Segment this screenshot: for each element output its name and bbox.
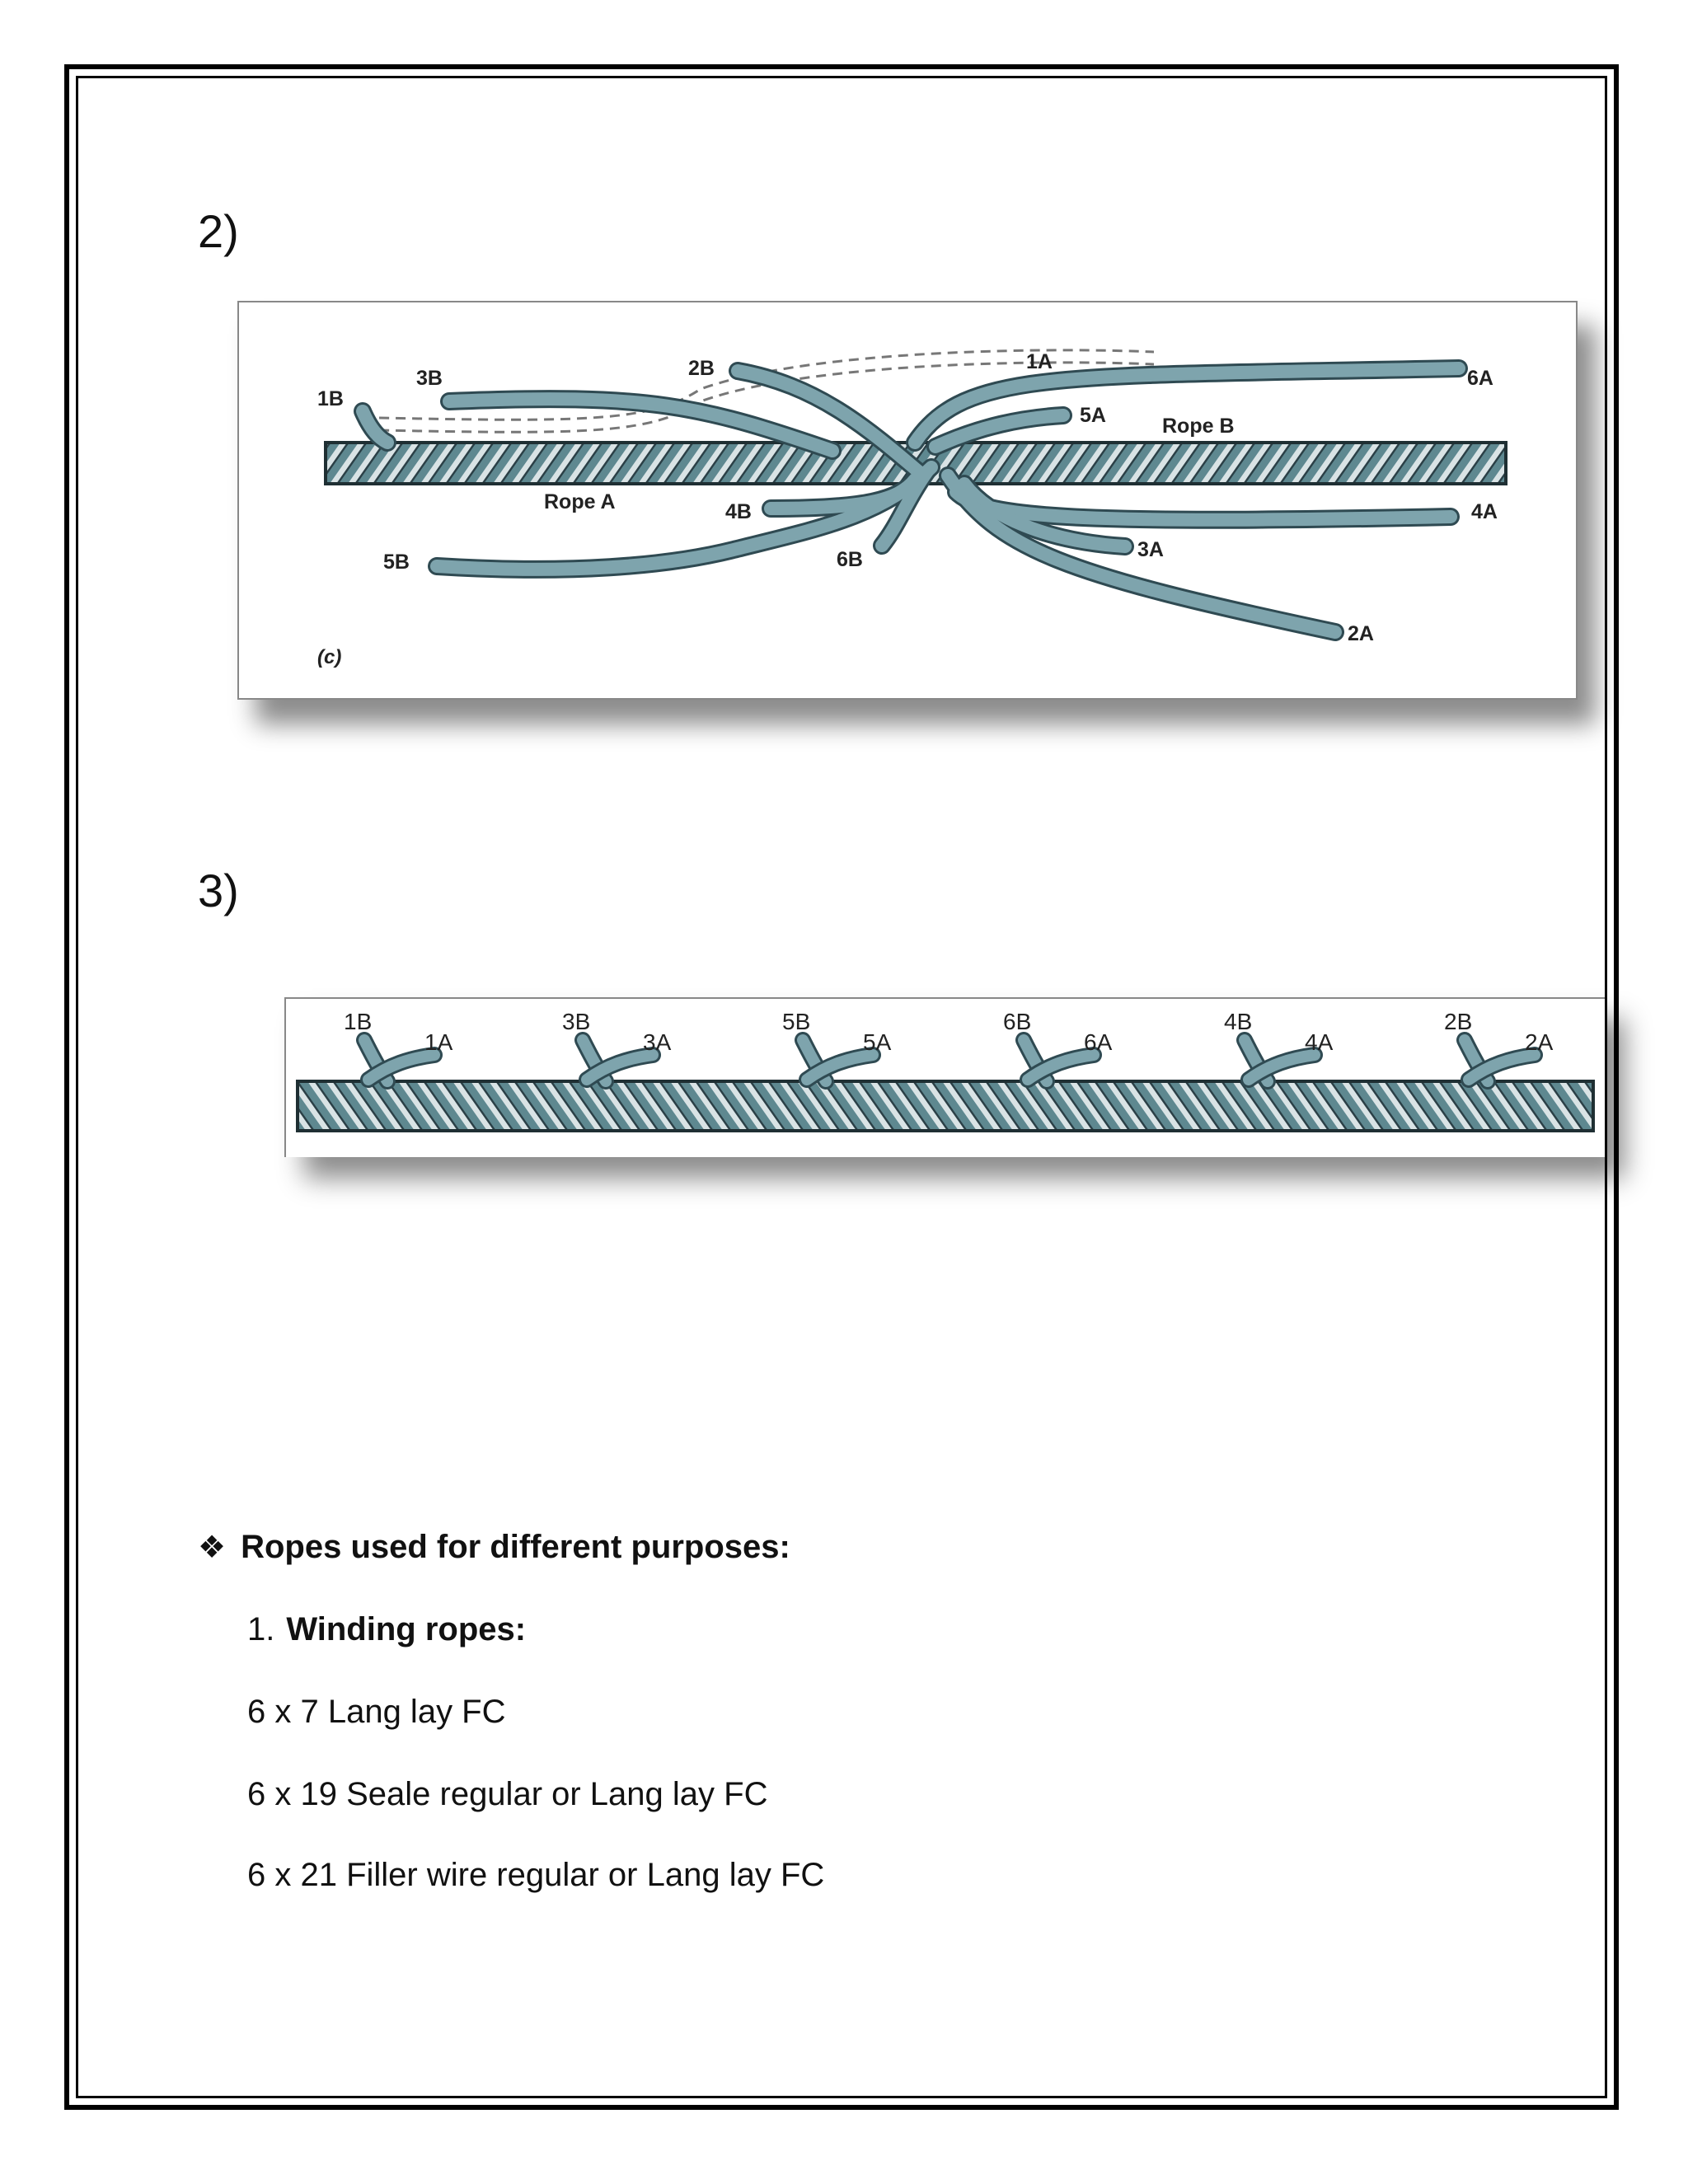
strand-label-2b: 2B	[688, 357, 715, 380]
tuck-label-b-6: 2B	[1444, 1009, 1472, 1034]
splice-diagram: 1B 3B 2B 1A 6A 5A Rope B Rope A 4B 4A 5B…	[317, 349, 1507, 668]
tuck-label-b-3: 5B	[782, 1009, 810, 1034]
page-border-outer	[64, 64, 1619, 2110]
rope-body	[296, 1080, 1595, 1132]
strand-label-5a: 5A	[1080, 404, 1106, 427]
tuck-label-b-1: 1B	[344, 1009, 372, 1034]
list-item-winding-ropes: 1. Winding ropes:	[247, 1611, 526, 1648]
strand-label-1b: 1B	[317, 387, 344, 410]
tuck-label-a-2: 3A	[643, 1029, 672, 1055]
spec-line-2: 6 x 19 Seale regular or Lang lay FC	[247, 1776, 768, 1812]
rope-a-label: Rope A	[544, 490, 616, 513]
splice-figure-c: 1B 3B 2B 1A 6A 5A Rope B Rope A 4B 4A 5B…	[237, 301, 1578, 700]
strand-label-5b: 5B	[383, 551, 410, 574]
strand-label-4a: 4A	[1471, 500, 1498, 523]
section-3-number: 3)	[198, 865, 239, 916]
figure-caption: (c)	[317, 646, 341, 668]
list-item-number: 1.	[247, 1611, 275, 1647]
strand-label-3a: 3A	[1137, 538, 1164, 561]
page-border-inner	[76, 76, 1607, 2098]
strand-1a-dashed	[378, 361, 1155, 434]
rope-b-label: Rope B	[1162, 415, 1235, 438]
strand-label-3b: 3B	[416, 367, 443, 390]
strand-label-6b: 6B	[837, 548, 863, 571]
tuck-label-b-5: 4B	[1224, 1009, 1252, 1034]
tuck-label-a-3: 5A	[863, 1029, 892, 1055]
strands-fill	[356, 362, 1465, 639]
tuck-marks	[356, 1032, 1543, 1090]
tucks-diagram: 1B 1A 3B 3A 5B 5A 6B 6A 4B 4A 2B 2A	[296, 1009, 1595, 1132]
tucks-figure: 1B 1A 3B 3A 5B 5A 6B 6A 4B 4A 2B 2A	[284, 997, 1605, 1157]
bullet-diamond-icon: ❖	[198, 1530, 227, 1565]
purposes-heading-text: Ropes used for different purposes:	[241, 1529, 790, 1565]
spec-line-1: 6 x 7 Lang lay FC	[247, 1694, 506, 1730]
tuck-label-a-1: 1A	[424, 1029, 453, 1055]
spec-line-3: 6 x 21 Filler wire regular or Lang lay F…	[247, 1857, 825, 1893]
strand-label-4b: 4B	[725, 500, 752, 523]
tuck-label-b-4: 6B	[1003, 1009, 1031, 1034]
purposes-heading: ❖ Ropes used for different purposes:	[198, 1529, 790, 1566]
tuck-label-a-5: 4A	[1305, 1029, 1334, 1055]
strand-label-2a: 2A	[1348, 622, 1374, 645]
strand-label-1a: 1A	[1026, 350, 1053, 373]
tuck-label-a-4: 6A	[1084, 1029, 1113, 1055]
tuck-label-a-6: 2A	[1525, 1029, 1554, 1055]
tuck-labels: 1B 1A 3B 3A 5B 5A 6B 6A 4B 4A 2B 2A	[344, 1009, 1554, 1055]
tuck-label-b-2: 3B	[562, 1009, 590, 1034]
section-2-number: 2)	[198, 205, 239, 257]
list-item-title: Winding ropes:	[286, 1611, 527, 1647]
strand-label-6a: 6A	[1467, 367, 1493, 390]
